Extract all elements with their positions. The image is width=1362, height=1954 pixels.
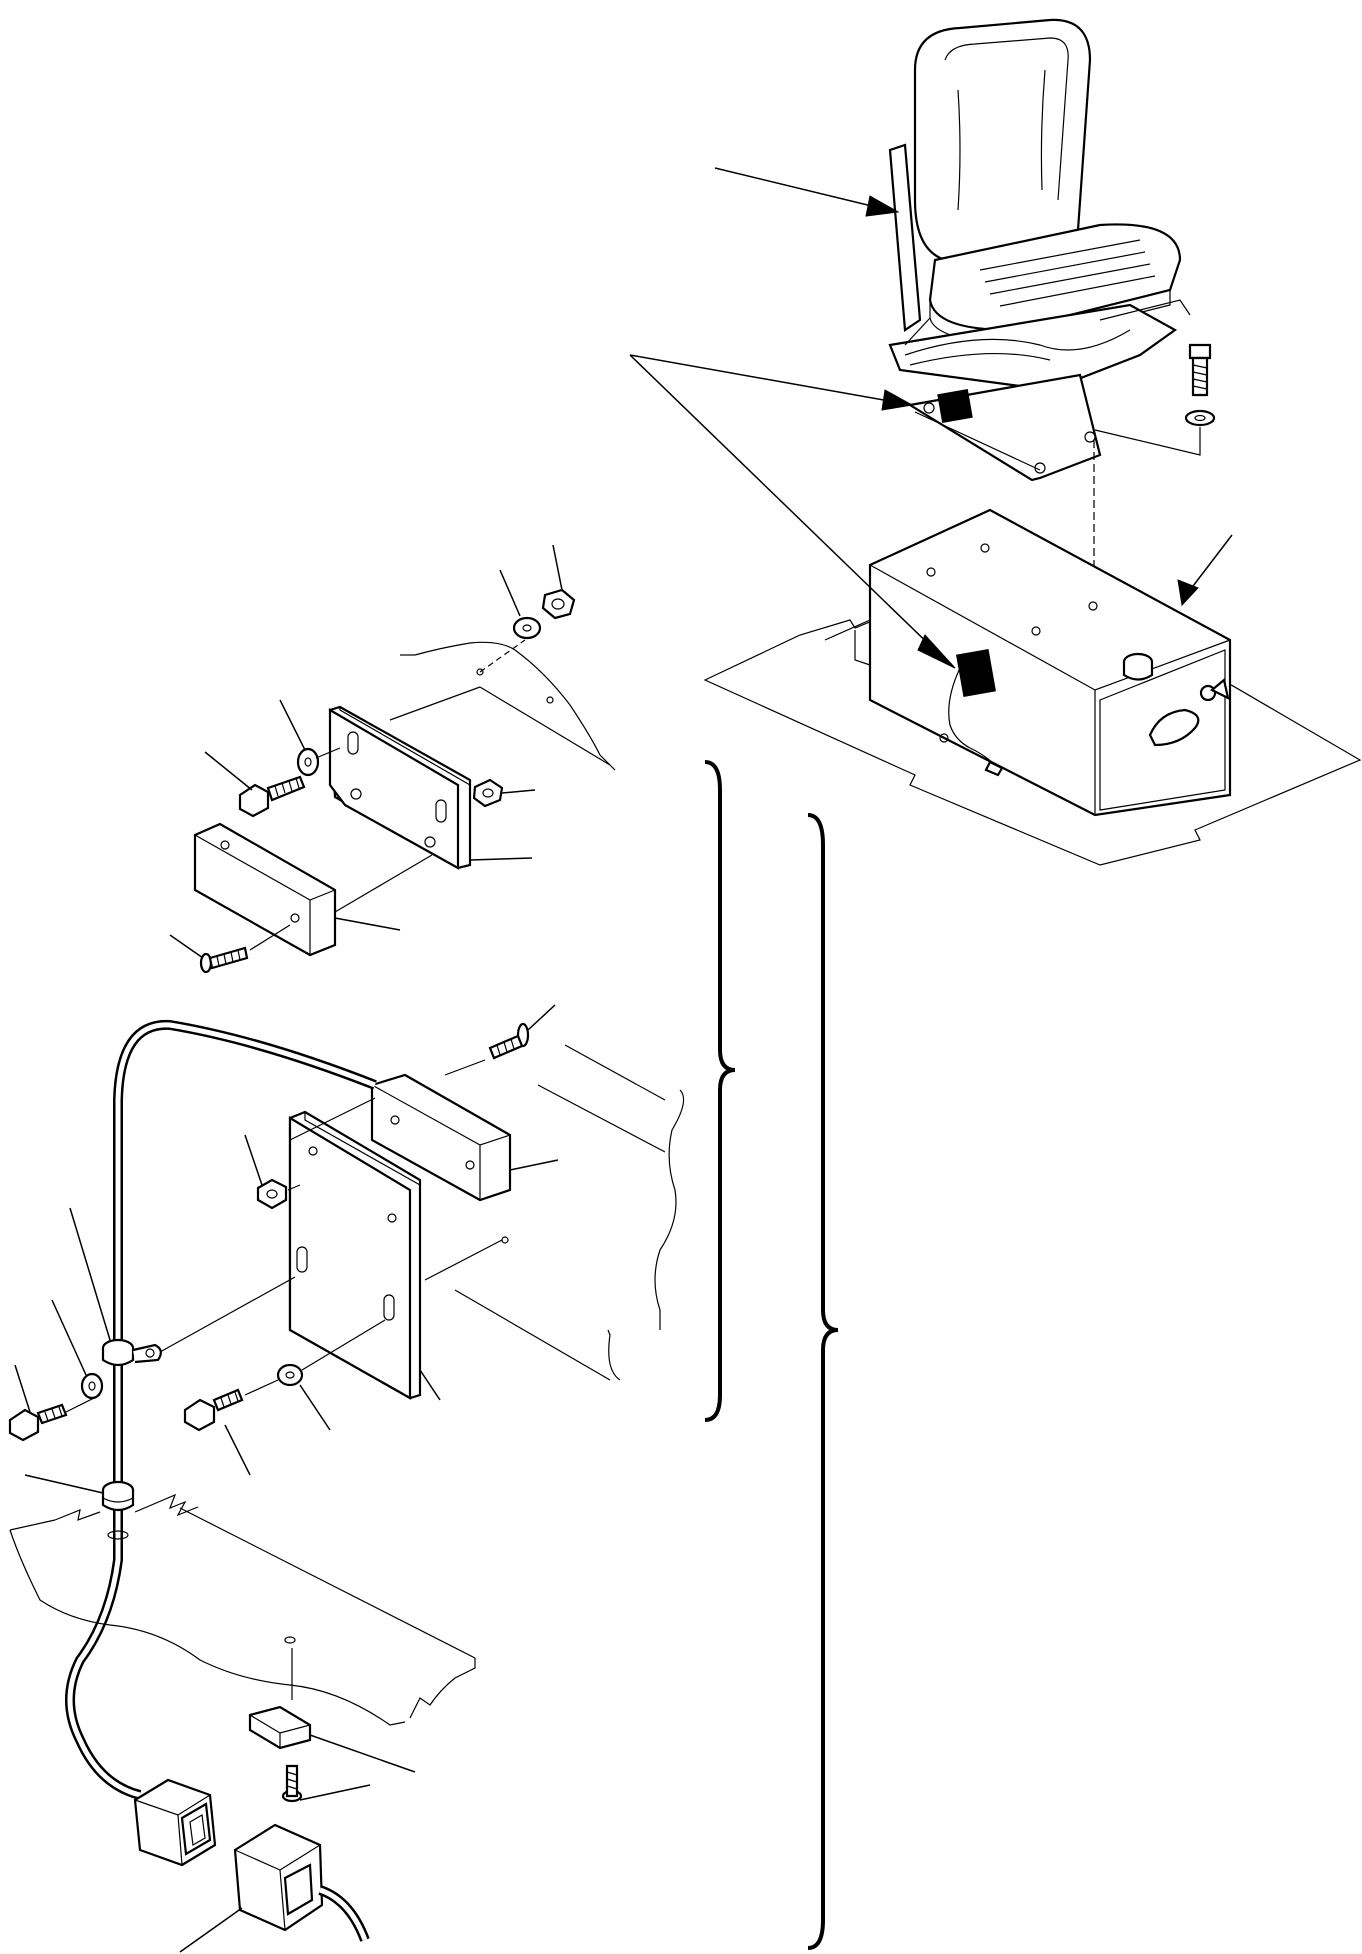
connector-male: [133, 1778, 217, 1867]
upper-right-nut: [472, 778, 536, 808]
leader-arrows-seat: [629, 167, 1233, 669]
small-screw: [281, 1764, 371, 1803]
bracket-brace-small: [704, 760, 736, 1422]
leader-line-upper-plate: [469, 857, 533, 861]
lower-magnet-block: [370, 1073, 559, 1202]
lower-nut: [244, 1134, 301, 1210]
leader-lines-upper-nut: [499, 544, 563, 617]
small-bracket: [248, 1705, 416, 1773]
upper-bolt: [238, 775, 306, 818]
cable-clamp: [69, 1207, 162, 1367]
connector-female: [179, 1823, 370, 1953]
lower-floor-panel: [9, 1493, 476, 1726]
seat-bolt-centerline: [1094, 427, 1201, 456]
leader-lines-upper-bolt: [204, 699, 341, 791]
upper-screw: [169, 924, 291, 974]
lower-plate-centerline: [289, 1097, 376, 1141]
left-bolt: [8, 1364, 101, 1442]
left-bolt-washer: [51, 1299, 104, 1400]
upper-washer: [512, 616, 542, 640]
lower-center-bolt: [183, 1388, 251, 1476]
bracket-brace-large: [807, 813, 839, 1950]
upper-bolt-washer: [296, 747, 320, 777]
upper-magnet-centerline: [334, 854, 433, 913]
lower-mounting-plate: [288, 1110, 441, 1401]
cable-grommet: [24, 1474, 135, 1512]
lower-screw: [444, 1004, 556, 1076]
upper-nut: [541, 588, 576, 620]
seat-bolt: [1188, 343, 1212, 397]
upper-mounting-plate: [328, 705, 472, 870]
seat-console: [703, 508, 1362, 866]
clamp-centerline: [159, 1276, 296, 1353]
seat-washer: [1184, 409, 1216, 427]
sensor-cable: [65, 1019, 377, 1800]
operator-seat: [888, 18, 1191, 482]
upper-bracket-wall: [389, 639, 616, 771]
lower-center-washer: [244, 1319, 386, 1431]
upper-magnet-block: [193, 822, 401, 957]
lower-wall-panel: [424, 1044, 685, 1381]
